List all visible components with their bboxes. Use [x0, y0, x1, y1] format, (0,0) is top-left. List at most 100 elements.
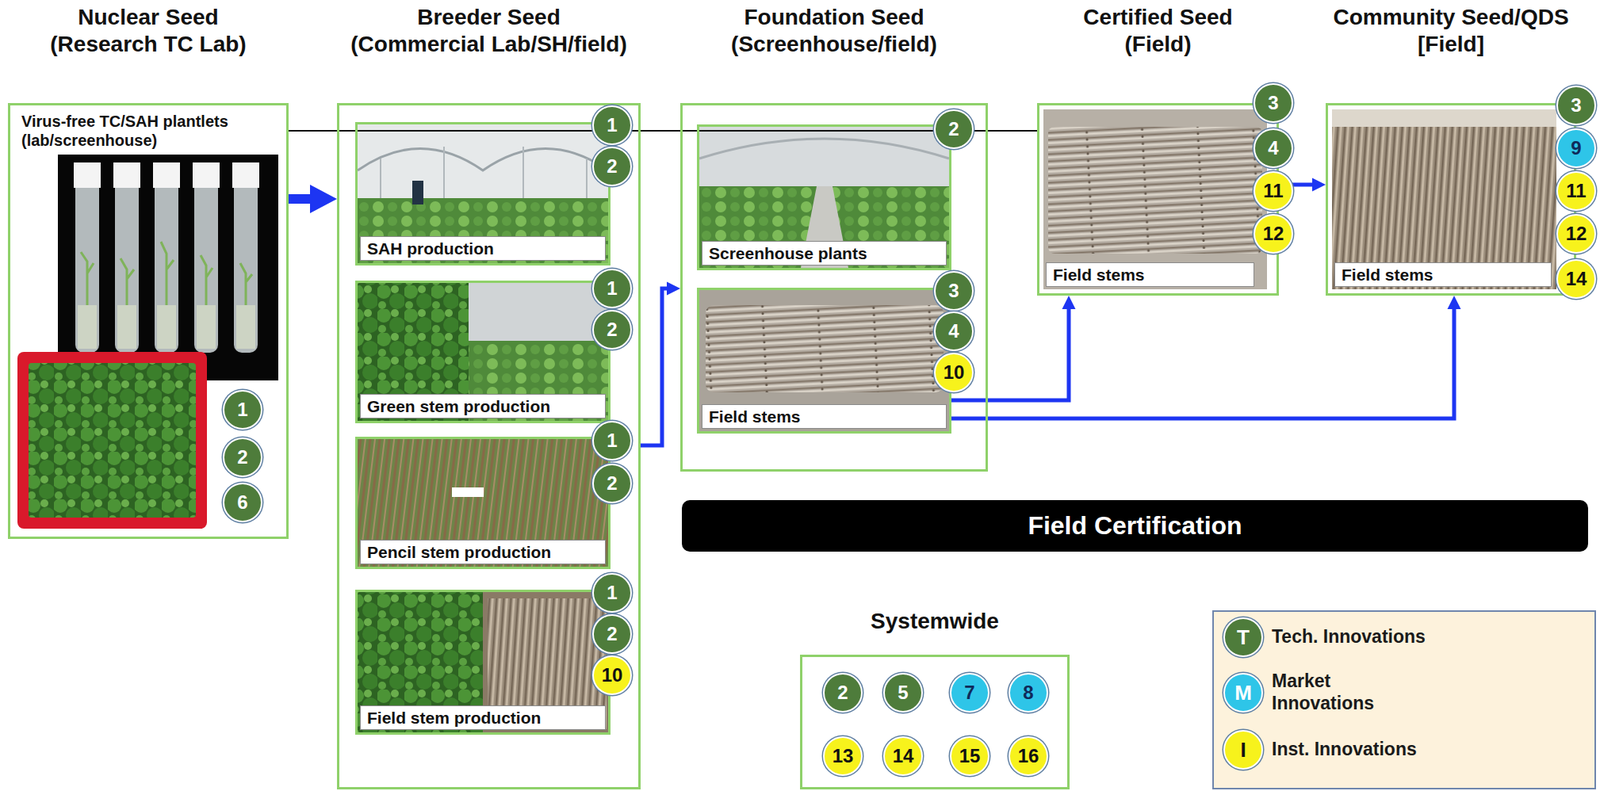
- label-strip: Field stem production: [359, 705, 606, 731]
- callout-circle: 2: [222, 437, 263, 478]
- stem-stack-photo: [1332, 109, 1557, 290]
- photo-shape: [357, 149, 609, 172]
- callout-circle: 9: [1556, 128, 1597, 169]
- callout-number: 2: [606, 320, 617, 340]
- callout-number: 4: [1267, 138, 1279, 158]
- legend-letter: T: [1236, 627, 1250, 648]
- flow-arrow: [951, 295, 1462, 419]
- label-strip: Green stem production: [359, 394, 606, 419]
- photo-shape: [451, 487, 484, 498]
- photo-shape: [1048, 126, 1263, 254]
- callout-number: 14: [1565, 269, 1588, 289]
- callout-number: 2: [606, 474, 617, 494]
- photo-panel: Pencil stem production12: [355, 436, 611, 570]
- callout-circle: 14: [883, 736, 923, 777]
- section-heading: Breeder Seed (Commercial Lab/SH/field): [348, 3, 630, 58]
- photo-label: Pencil stem production: [367, 542, 552, 563]
- photo-label: Field stems: [1052, 264, 1145, 285]
- callout-circle: 11: [1253, 171, 1294, 211]
- label-strip: Field stems: [701, 404, 947, 429]
- callout-number: 8: [1022, 683, 1034, 703]
- callout-circle: 5: [883, 673, 923, 713]
- stage-box: Nuclear Seed (Research TC Lab)Virus-free…: [7, 103, 289, 540]
- photo-shape: [357, 283, 609, 422]
- callout-number: 12: [1263, 224, 1285, 244]
- photo-shape: [699, 126, 950, 268]
- callout-circle: 2: [592, 614, 632, 655]
- photo-label: SAH production: [367, 238, 494, 259]
- photo-shape: [73, 162, 101, 188]
- photo-shape: [699, 186, 950, 268]
- callout-circle: 10: [592, 655, 632, 696]
- callout-number: 2: [837, 683, 848, 703]
- photo-shape: [113, 162, 141, 188]
- callout-circle: 3: [1556, 85, 1597, 126]
- callout-circle: 1: [592, 421, 632, 461]
- label-strip: Screenhouse plants: [701, 241, 947, 266]
- callout-number: 7: [964, 683, 975, 703]
- callout-number: 2: [948, 119, 959, 139]
- legend-swatch: T: [1223, 617, 1264, 658]
- photo-label: Screenhouse plants: [708, 243, 868, 264]
- photo-shape: [357, 198, 609, 264]
- section-heading: Foundation Seed (Screenhouse/field): [728, 3, 940, 58]
- stage-box: Systemwide257813141516: [800, 654, 1070, 790]
- photo-shape: [1332, 109, 1557, 290]
- callout-circle: 1: [592, 573, 632, 613]
- callout-number: 10: [943, 363, 965, 383]
- legend-text: Inst. Innovations: [1271, 738, 1417, 762]
- photo-shape: [75, 170, 100, 353]
- stage-box: Community Seed/QDS [Field]Field stems391…: [1325, 103, 1577, 296]
- callout-circle: 15: [949, 736, 990, 777]
- heading-holder: Nuclear Seed (Research TC Lab): [47, 3, 249, 58]
- callout-number: 3: [948, 281, 959, 301]
- callout-circle: 3: [1253, 83, 1294, 123]
- callout-number: 15: [959, 746, 981, 766]
- photo-shape: [160, 241, 174, 306]
- heading-holder: Breeder Seed (Commercial Lab/SH/field): [348, 3, 630, 58]
- stem-bundle-photo: [1043, 109, 1267, 290]
- callout-number: 11: [1565, 181, 1586, 201]
- callout-circle: 2: [933, 109, 974, 150]
- plantlet-tray-photo: [17, 352, 207, 529]
- callout-circle: 6: [222, 482, 263, 523]
- arrow-line: [640, 288, 668, 446]
- stem-bundle-photo: [699, 290, 950, 432]
- photo-shape: [153, 162, 180, 188]
- flow-arrow: [951, 295, 1076, 401]
- photo-label: Green stem production: [367, 396, 551, 417]
- callout-circle: 2: [822, 673, 863, 713]
- label-strip: Pencil stem production: [359, 539, 606, 565]
- test-tube-photo: [57, 154, 279, 381]
- photo-shape: [194, 170, 219, 353]
- label-strip: Field stems: [1045, 262, 1255, 288]
- legend-text: Tech. Innovations: [1271, 626, 1426, 649]
- callout-number: 6: [237, 493, 248, 513]
- photo-label: Field stems: [1341, 264, 1434, 285]
- photo-shape: [156, 305, 177, 349]
- callout-circle: 14: [1556, 259, 1597, 299]
- callout-circle: 3: [933, 271, 974, 311]
- callout-circle: 12: [1556, 214, 1597, 254]
- band-text: Field Certification: [1027, 510, 1242, 541]
- callout-number: 5: [897, 683, 908, 703]
- heading-holder: Foundation Seed (Screenhouse/field): [728, 3, 940, 58]
- callout-number: 2: [237, 447, 248, 467]
- callout-circle: 2: [592, 463, 632, 504]
- callout-number: 9: [1570, 138, 1581, 158]
- photo-panel: Field stems3410: [696, 287, 952, 434]
- stage-box: Breeder Seed (Commercial Lab/SH/field)SA…: [336, 103, 641, 790]
- callout-number: 2: [606, 624, 617, 644]
- arrow-head: [666, 282, 681, 296]
- callout-circle: 1: [592, 268, 632, 309]
- pencil-stem-photo: [357, 439, 609, 567]
- photo-shape: [705, 305, 944, 393]
- photo-panel: Screenhouse plants2: [696, 124, 952, 271]
- arrow-head: [1312, 178, 1326, 192]
- photo-label: Field stem production: [367, 708, 541, 728]
- legend-text-holder: Market Innovations: [1271, 670, 1431, 715]
- legend-text-holder: Inst. Innovations: [1271, 738, 1417, 762]
- photo-panel: Field stem production1210: [355, 589, 611, 735]
- note-holder: Virus-free TC/SAH plantlets (lab/screenh…: [21, 111, 260, 150]
- photo-shape: [412, 180, 424, 205]
